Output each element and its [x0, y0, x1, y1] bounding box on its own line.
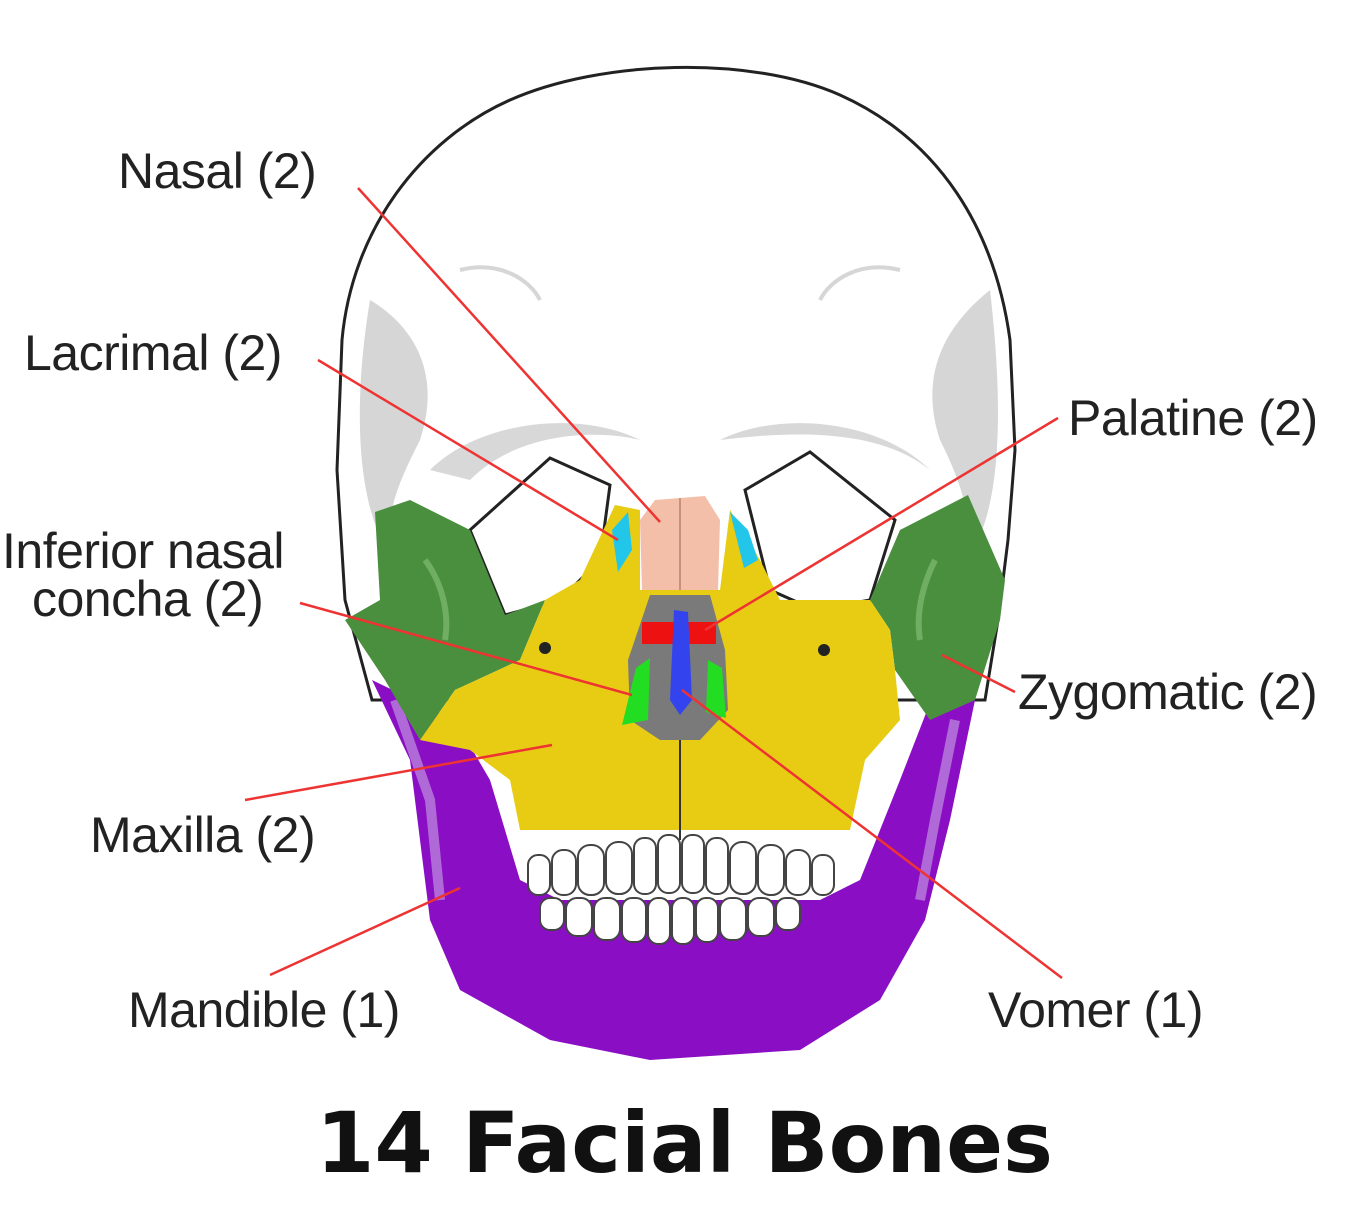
label-vomer: Vomer (1) [988, 982, 1204, 1038]
zygomatic-shadow-left [422, 558, 450, 641]
zygomatic-shadow-right [915, 558, 938, 641]
label-palatine: Palatine (2) [1068, 390, 1318, 446]
inferior-nasal-concha-left [622, 658, 650, 725]
zygomatic-right [870, 495, 1005, 720]
temporal-shadow-left [359, 300, 428, 560]
mandible-highlight-left [390, 698, 445, 901]
label-inferior-concha-line2: concha (2) [32, 571, 264, 627]
vomer [670, 610, 692, 715]
leader-vomer [681, 689, 1063, 979]
leader-nasal [357, 187, 661, 523]
leader-zygomatic [941, 653, 1016, 694]
temporal-shadow-right [932, 290, 998, 560]
label-lacrimal: Lacrimal (2) [24, 325, 282, 381]
lacrimal-right [730, 512, 758, 568]
leader-lacrimal [317, 358, 619, 542]
cranium-crease-right [818, 265, 901, 301]
label-inferior-concha-line1: Inferior nasal [2, 523, 285, 579]
cranium-crease-left [459, 265, 542, 301]
teeth [527, 834, 835, 945]
diagram-title: 14 Facial Bones [315, 1094, 1054, 1192]
infraorbital-foramen-right [818, 644, 830, 656]
leader-mandible [269, 886, 461, 977]
label-nasal: Nasal (2) [118, 143, 317, 199]
label-mandible: Mandible (1) [128, 982, 400, 1038]
inferior-nasal-concha-right [706, 660, 726, 718]
leader-lines [244, 187, 1063, 979]
palatine-left [642, 622, 674, 644]
brow-shadow-right [720, 423, 930, 470]
leader-palatine [704, 416, 1059, 632]
mandible [372, 680, 975, 1060]
leader-inferior-concha [299, 601, 633, 697]
label-maxilla: Maxilla (2) [90, 807, 316, 863]
label-zygomatic: Zygomatic (2) [1018, 664, 1318, 720]
infraorbital-foramen-left [539, 642, 551, 654]
leader-maxilla [244, 743, 553, 802]
brow-shadow-left [430, 423, 640, 480]
lacrimal-left [612, 512, 632, 572]
